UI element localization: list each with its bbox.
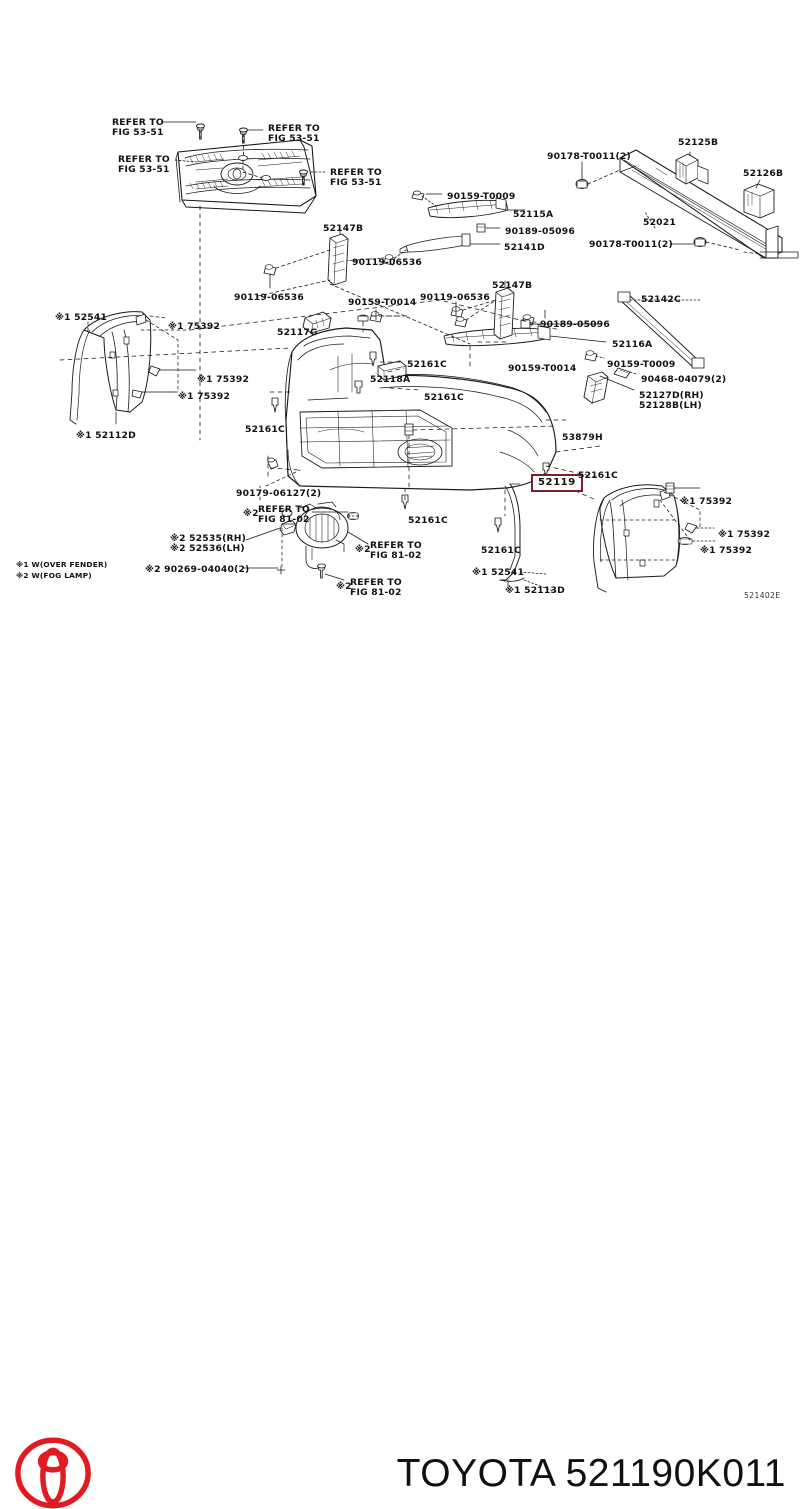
part-label-p-52113D: ※1 52113D <box>505 585 565 596</box>
part-label-p-52161C-3: 52161C <box>245 424 285 435</box>
part-label-p-52115A: 52115A <box>513 209 554 220</box>
part-label-refer-81-02-b: REFER TO FIG 81-02 <box>370 540 422 562</box>
part-label-refer-81-02-c-mark: ※2 <box>336 581 352 592</box>
fog-lamp-leaders <box>243 511 369 581</box>
part-label-p-90159-T0014-a: 90159-T0014 <box>348 297 417 308</box>
part-label-p-90179-06127: 90179-06127(2) <box>236 488 322 499</box>
grille-assembly <box>175 139 317 214</box>
moulding-leaders <box>507 571 557 593</box>
part-label-p-53879H: 53879H <box>562 432 603 443</box>
part-label-p-90178-T0011-a: 90178-T0011(2) <box>547 151 631 162</box>
part-label-p-90468-04079: 90468-04079(2) <box>641 374 727 385</box>
part-label-p-52161C-6: 52161C <box>481 545 521 556</box>
left-over-fender <box>69 311 161 425</box>
part-label-p-90159-T0009-a: 90159-T0009 <box>447 191 516 202</box>
part-label-p-52125B: 52125B <box>678 137 719 148</box>
exploded-parts-diagram: 52119 521402E ※1 W(OVER FENDER) ※2 W(FOG… <box>0 0 800 715</box>
toyota-logo <box>15 1437 91 1509</box>
highlighted-part-number[interactable]: 52119 <box>531 474 583 492</box>
part-label-p-90269-04040: ※2 90269-04040(2) <box>145 564 250 575</box>
part-label-p-52541-left: ※1 52541 <box>55 312 108 323</box>
part-label-p-90119-06536-a: 90119-06536 <box>352 257 422 268</box>
part-label-p-52147b-top: 52147B <box>323 223 364 234</box>
part-label-p-75392-c: ※1 75392 <box>178 391 231 402</box>
brand-part-number: TOYOTA 521190K011 <box>396 1452 786 1495</box>
part-label-p-52535: ※2 52535(RH) ※2 52536(LH) <box>170 533 247 555</box>
part-label-p-90119-06536-c: 90119-06536 <box>420 292 490 303</box>
left-side-moulding-leader <box>259 469 301 501</box>
part-label-refer-81-02-a: REFER TO FIG 81-02 <box>258 504 310 526</box>
part-label-p-90119-06536-b: 90119-06536 <box>234 292 304 303</box>
front-bumper-cover <box>284 327 557 491</box>
part-label-refer-81-02-b-mark: ※2 <box>355 544 371 555</box>
bumper-clips <box>267 311 550 533</box>
part-label-refer-53-51-d: REFER TO FIG 53-51 <box>330 167 382 189</box>
part-label-refer-81-02-a-mark: ※2 <box>243 508 259 519</box>
part-label-p-75392-f: ※1 75392 <box>700 545 753 556</box>
part-label-p-52147b-mid: 52147B <box>492 280 533 291</box>
part-label-p-52127D: 52127D(RH) 52128B(LH) <box>639 390 704 412</box>
lower-bar-leaders <box>257 227 701 391</box>
part-label-p-52117G: 52117G <box>277 327 318 338</box>
part-label-refer-53-51-b: REFER TO FIG 53-51 <box>268 123 320 145</box>
beam-leaders <box>581 151 761 255</box>
right-side-moulding <box>499 483 525 582</box>
right-fender-leaders <box>599 487 717 561</box>
lower-support-bars <box>263 233 705 405</box>
grille-leaders <box>162 121 326 441</box>
part-label-p-90159-T0014-b: 90159-T0014 <box>508 363 577 374</box>
part-label-p-52161C-2: 52161C <box>424 392 464 403</box>
part-label-refer-81-02-c: REFER TO FIG 81-02 <box>350 577 402 599</box>
part-label-p-52141D: 52141D <box>504 242 545 253</box>
diagram-artwork <box>59 121 799 593</box>
right-over-fender <box>593 482 698 593</box>
legend-note-1: ※1 W(OVER FENDER) <box>16 560 108 569</box>
part-label-p-52142C: 52142C <box>641 294 681 305</box>
part-label-refer-53-51-c: REFER TO FIG 53-51 <box>118 154 170 176</box>
part-label-p-75392-a: ※1 75392 <box>168 321 221 332</box>
left-fender-leaders <box>87 315 197 425</box>
part-label-p-75392-d: ※1 75392 <box>680 496 733 507</box>
part-label-p-52126B: 52126B <box>743 168 784 179</box>
part-label-p-75392-b: ※1 75392 <box>197 374 250 385</box>
part-label-p-52161C-1: 52161C <box>407 359 447 370</box>
part-label-p-52161C-5: 52161C <box>408 515 448 526</box>
part-label-p-52118A: 52118A <box>370 374 411 385</box>
drawing-number: 521402E <box>744 591 781 600</box>
part-label-refer-53-51-a: REFER TO FIG 53-51 <box>112 117 164 139</box>
part-label-p-90189-05096-b: 90189-05096 <box>540 319 610 330</box>
part-label-p-52112D: ※1 52112D <box>76 430 136 441</box>
bumper-reinforcement-beam <box>575 149 799 259</box>
part-label-p-90189-05096-a: 90189-05096 <box>505 226 575 237</box>
upper-support-bars <box>383 190 509 266</box>
part-label-p-52021: 52021 <box>643 217 676 228</box>
part-label-p-52541-right: ※1 52541 <box>472 567 525 578</box>
legend-note-2: ※2 W(FOG LAMP) <box>16 571 92 580</box>
part-label-p-52161C-4: 52161C <box>578 470 618 481</box>
part-label-p-75392-e: ※1 75392 <box>718 529 771 540</box>
part-label-p-52116A: 52116A <box>612 339 653 350</box>
part-label-p-90159-T0009-b: 90159-T0009 <box>607 359 676 370</box>
part-label-p-90178-T0011-b: 90178-T0011(2) <box>589 239 673 250</box>
footer-brand-bar: TOYOTA 521190K011 <box>0 715 800 1509</box>
